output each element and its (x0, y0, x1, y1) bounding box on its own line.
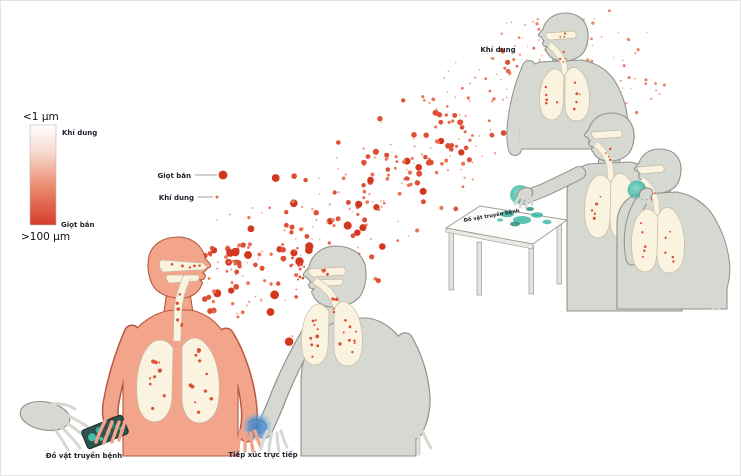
table-leg (528, 245, 534, 295)
contact-blob-texture (247, 418, 267, 432)
aerosol-person-arm (507, 61, 535, 155)
table-virus-spots (497, 207, 552, 227)
aerosol-label: Khí dung (159, 194, 194, 202)
face-person-fingers (635, 195, 651, 207)
aerosol-far-label: Khí dung (480, 46, 515, 54)
table-leg (448, 229, 454, 291)
face-touch-person (616, 148, 731, 311)
receiving-person (255, 245, 433, 457)
face-person-right-arm (697, 207, 730, 300)
droplet-example-dot (218, 170, 228, 180)
inhaled-droplets (289, 246, 306, 299)
gray-reaching-hand (19, 400, 71, 432)
receiver-right-hand (392, 423, 433, 456)
infected-hand-fingers (94, 419, 127, 445)
legend-top-size: <1 μm (23, 111, 59, 123)
legend-bottom-size: >100 μm (21, 231, 70, 243)
table-leg (556, 222, 562, 285)
droplet-label: Giọt bắn (158, 171, 191, 180)
face-person-right-hand (700, 289, 727, 311)
receiver-left-lung (301, 303, 330, 366)
infected-right-lung (181, 337, 220, 424)
receiver-nasal-cavity (308, 266, 347, 278)
infected-airway (136, 259, 220, 424)
receiver-right-arm (397, 333, 430, 439)
receiver-airway (301, 266, 363, 367)
infected-left-lung (136, 339, 174, 423)
fomite-phone-label: Đồ vật truyền bệnh (46, 452, 122, 460)
receiver-head (302, 245, 367, 308)
phone-fomite-group: Đồ vật truyền bệnh (19, 400, 129, 460)
receiver-airway-droplets (309, 268, 357, 358)
infected-left-arm (103, 326, 139, 425)
aerosol-example-dot (215, 195, 219, 199)
table-person-fingers (513, 195, 534, 209)
receiver-contact-fingers (259, 429, 289, 453)
infected-person (101, 236, 258, 457)
fomite-table: Đồ vật truyền bệnh (444, 205, 569, 296)
direct-contact-group: Tiếp xúc trực tiếp (228, 412, 298, 459)
table-leg (476, 241, 482, 296)
aerosol-person-airway-droplets (544, 32, 581, 111)
receiver-right-lung (333, 301, 363, 367)
aerosol-person-airway (539, 30, 590, 122)
infected-airway-droplets (148, 262, 214, 414)
droplet-size-gradient-bar (29, 124, 57, 226)
legend-aerosol-label: Khí dung (62, 129, 97, 137)
legend-droplet-label: Giọt bắn (61, 220, 94, 229)
direct-contact-label: Tiếp xúc trực tiếp (228, 450, 297, 459)
size-legend: <1 μm Khí dung Giọt bắn >100 μm (21, 111, 97, 243)
cloud-callouts: Giọt bắn Khí dung (158, 170, 228, 202)
